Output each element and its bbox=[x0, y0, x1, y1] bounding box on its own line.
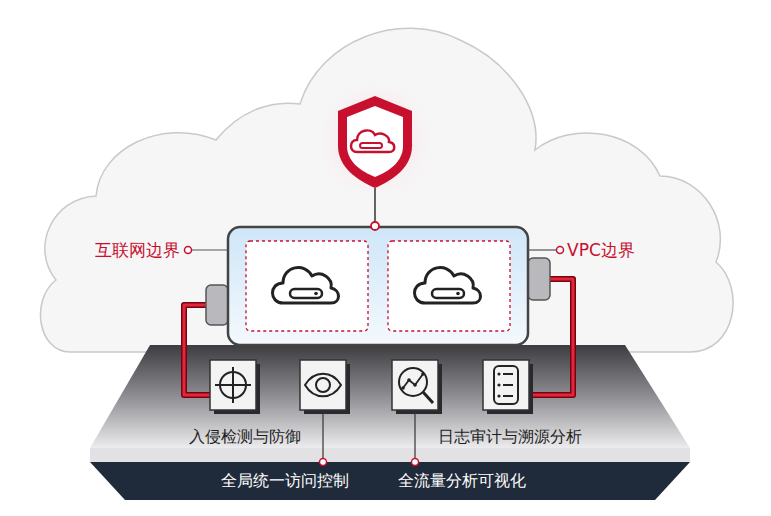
caption-text: 全局统一访问控制 bbox=[221, 471, 349, 490]
red-wires bbox=[184, 279, 573, 395]
gateway-box bbox=[228, 227, 528, 345]
caption-text: 入侵检测与防御 bbox=[189, 427, 301, 446]
leader-line bbox=[322, 411, 323, 458]
junction-dot bbox=[371, 222, 379, 230]
cloud-server-icon bbox=[273, 268, 339, 303]
port-block bbox=[206, 285, 228, 325]
caption-text: 日志审计与溯源分析 bbox=[438, 427, 582, 446]
shield-icon bbox=[338, 96, 412, 188]
band-shape bbox=[90, 462, 690, 500]
function-icons bbox=[210, 360, 533, 414]
leader-line bbox=[192, 249, 228, 250]
port-block bbox=[528, 258, 550, 300]
instance-box bbox=[388, 241, 510, 331]
cloud-outline bbox=[40, 28, 733, 352]
leader-dot bbox=[185, 247, 192, 254]
instance-box bbox=[246, 241, 368, 331]
leader-dot bbox=[412, 459, 419, 466]
cloud-server-icon bbox=[415, 268, 481, 303]
leader-dot bbox=[320, 459, 327, 466]
shield-stem bbox=[374, 188, 376, 222]
caption-text: 全流量分析可视化 bbox=[398, 471, 526, 490]
leader-line bbox=[528, 249, 556, 250]
shield-glow bbox=[315, 80, 435, 200]
leader-dot bbox=[557, 247, 564, 254]
leader-line bbox=[414, 411, 415, 458]
platform-band: 入侵检测与防御 日志审计与溯源分析 bbox=[90, 345, 690, 462]
boundary-label: VPC边界 bbox=[567, 240, 635, 260]
boundary-label: 互联网边界 bbox=[95, 240, 180, 260]
base-band: 全局统一访问控制 全流量分析可视化 bbox=[90, 462, 690, 500]
band-shape bbox=[90, 345, 690, 462]
